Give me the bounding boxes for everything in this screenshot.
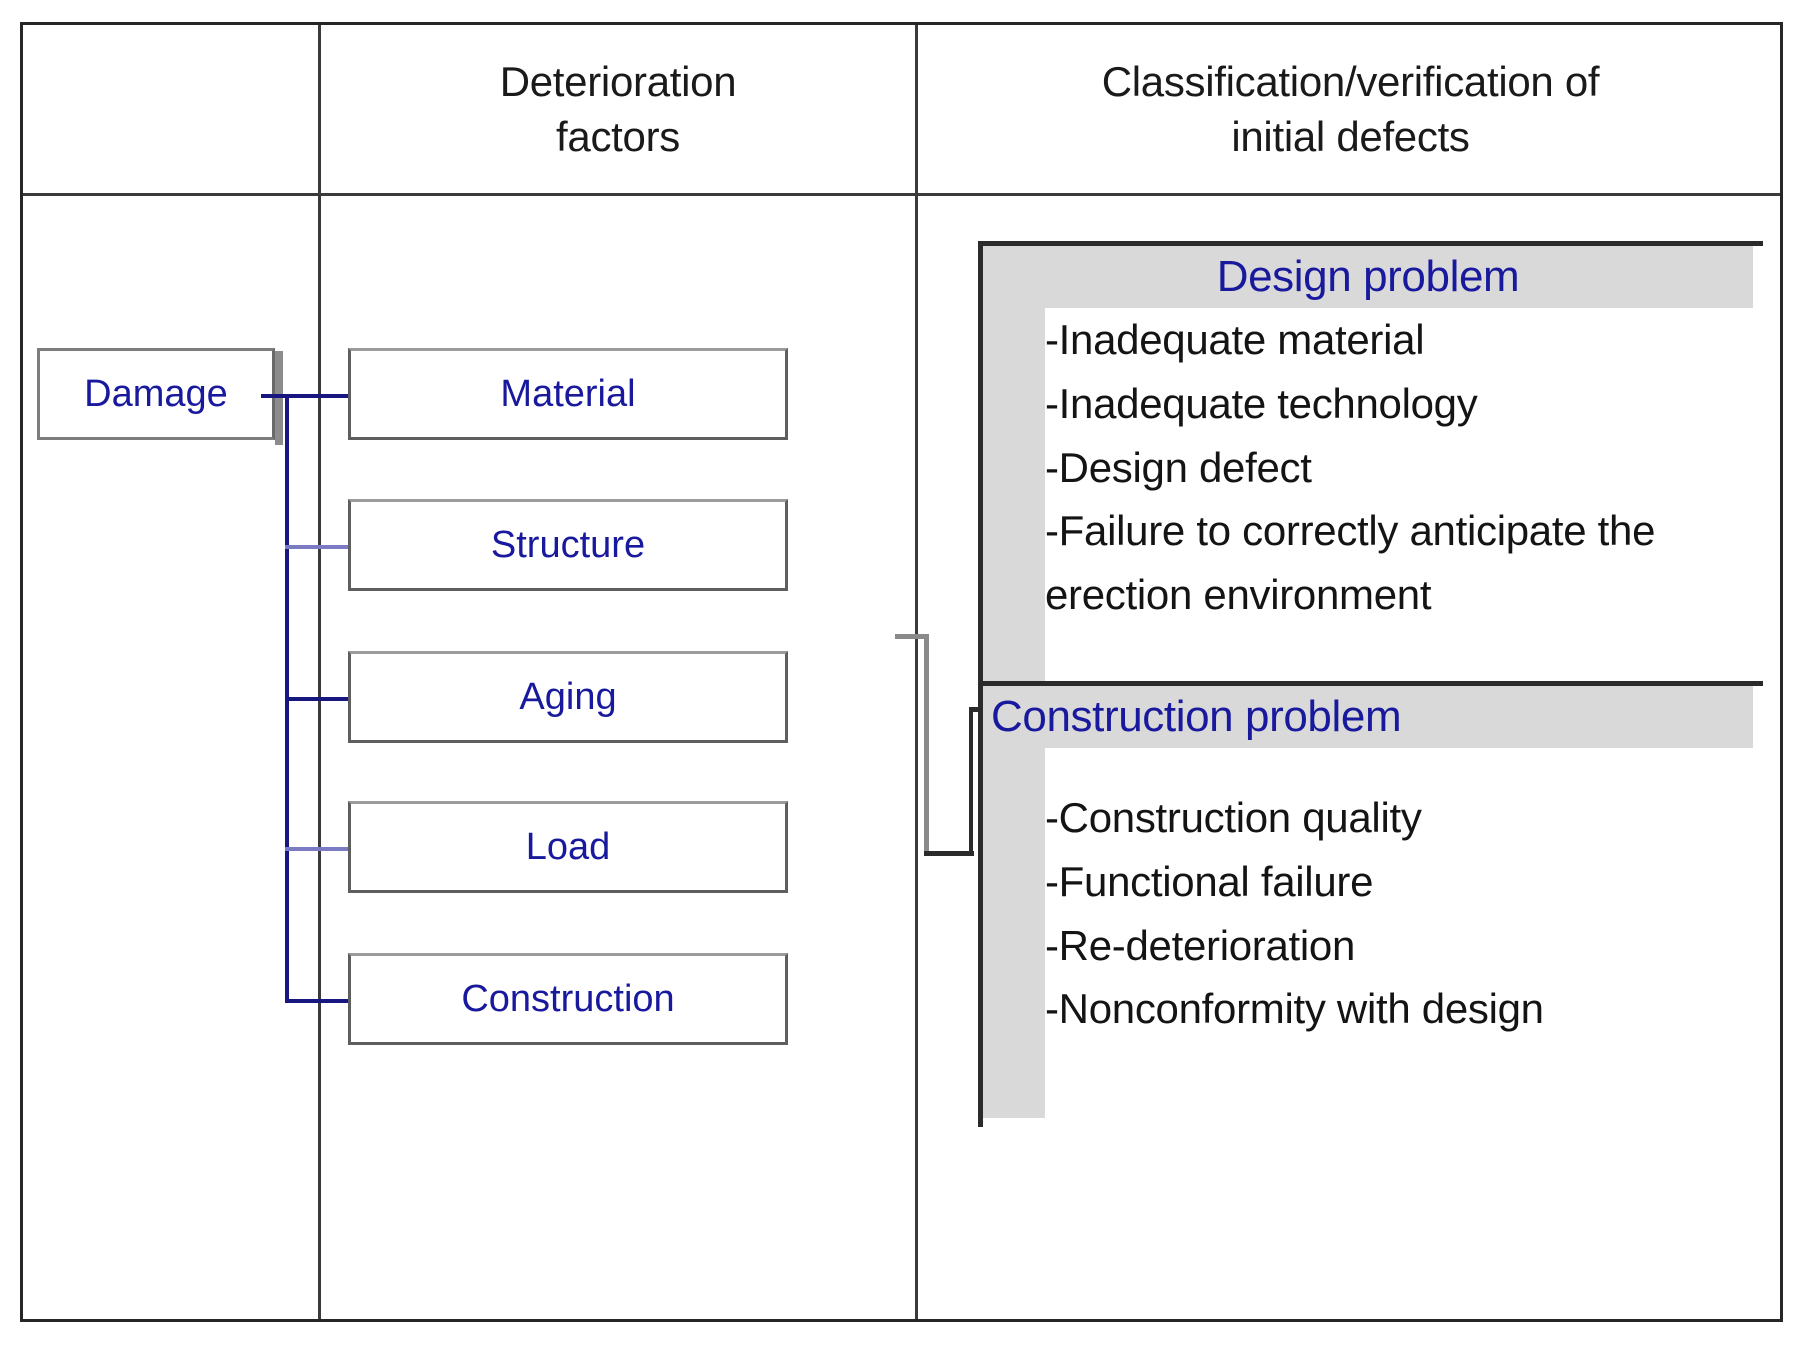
factor-node-aging[interactable]: Aging — [348, 651, 788, 743]
list-item: -Re-deterioration — [1045, 921, 1356, 969]
table-header-empty — [23, 25, 318, 193]
list-item: -Inadequate technology — [1045, 379, 1478, 427]
tree-branch-construction — [285, 999, 348, 1003]
list-item: -Functional failure — [1045, 857, 1374, 905]
tree-branch-structure — [285, 545, 348, 549]
damage-node[interactable]: Damage — [37, 348, 275, 440]
list-item: -Design defect — [1045, 443, 1312, 491]
bracket-top-stub — [895, 634, 929, 639]
tree-branch-material — [285, 394, 348, 398]
column-divider-2 — [915, 25, 918, 1319]
tree-branch-load — [285, 847, 348, 851]
tree-branch-aging — [285, 697, 348, 701]
factor-node-structure[interactable]: Structure — [348, 499, 788, 591]
design-problem-sidebar — [983, 308, 1045, 681]
construction-problem-list: -Construction quality -Functional failur… — [1045, 786, 1745, 1041]
deterioration-classification-table: Deterioration factors Classification/ver… — [20, 22, 1783, 1322]
damage-node-shadow — [275, 351, 283, 445]
initial-defects-panel: Design problem -Inadequate material -Ina… — [978, 241, 1768, 1127]
header-row-divider — [23, 193, 1780, 196]
defects-panel-left-border — [978, 241, 983, 1127]
design-problem-list: -Inadequate material -Inadequate technol… — [1045, 308, 1745, 627]
design-problem-title: Design problem — [983, 246, 1753, 308]
table-header-classification-verification: Classification/verification of initial d… — [1101, 57, 1600, 160]
bracket-panel-vertical-line — [969, 707, 973, 856]
construction-problem-top-border — [983, 681, 1763, 686]
construction-problem-title: Construction problem — [983, 686, 1753, 748]
defect-group-construction-problem: Construction problem -Construction quali… — [983, 681, 1768, 1127]
factor-node-load[interactable]: Load — [348, 801, 788, 893]
factor-node-material[interactable]: Material — [348, 348, 788, 440]
factor-node-construction[interactable]: Construction — [348, 953, 788, 1045]
column-divider-1 — [318, 25, 321, 1319]
construction-problem-sidebar — [983, 748, 1045, 1118]
list-item: -Construction quality — [1045, 794, 1422, 841]
table-header-deterioration-factors: Deterioration factors — [499, 57, 737, 160]
list-item: -Nonconformity with design — [1045, 985, 1544, 1033]
defect-group-design-problem: Design problem -Inadequate material -Ina… — [983, 241, 1768, 681]
bracket-vertical-line — [924, 634, 929, 856]
list-item: -Failure to correctly anticipate the ere… — [1045, 507, 1667, 619]
tree-root-stub — [261, 394, 289, 398]
design-problem-top-border — [983, 241, 1763, 246]
list-item: -Inadequate material — [1045, 316, 1425, 363]
bracket-bottom-stub — [924, 851, 974, 856]
